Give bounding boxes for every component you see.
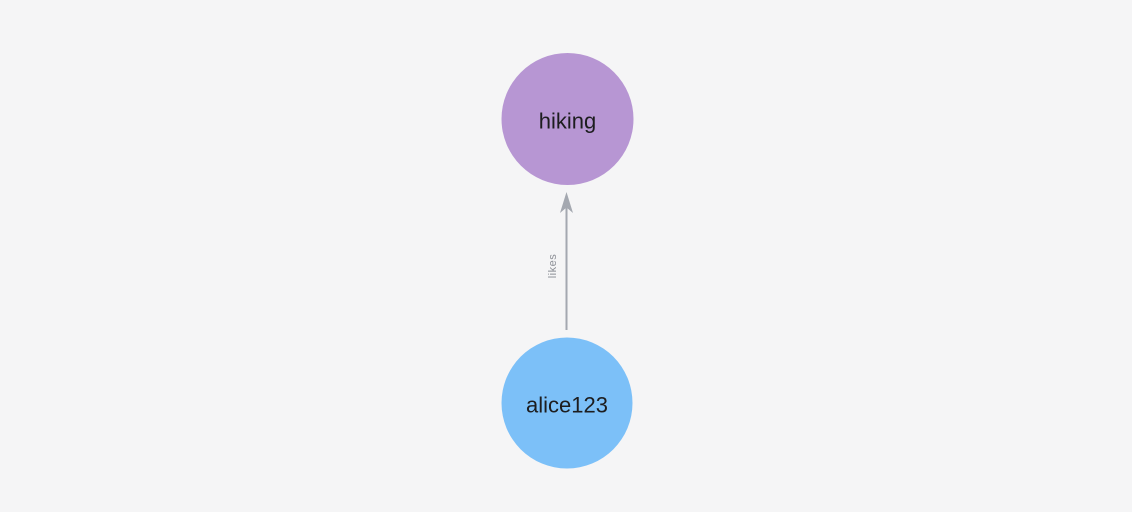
- node-alice123-circle[interactable]: [501, 337, 633, 469]
- node-hiking-label: hiking: [539, 109, 596, 134]
- node-hiking[interactable]: hiking: [501, 53, 634, 185]
- node-hiking-circle[interactable]: [501, 53, 634, 185]
- edge-label: likes: [547, 254, 559, 279]
- edge-likes[interactable]: likes: [547, 192, 573, 330]
- node-alice123[interactable]: alice123: [501, 337, 633, 469]
- node-alice123-label: alice123: [526, 393, 608, 418]
- edge-arrowhead-icon: [560, 192, 573, 213]
